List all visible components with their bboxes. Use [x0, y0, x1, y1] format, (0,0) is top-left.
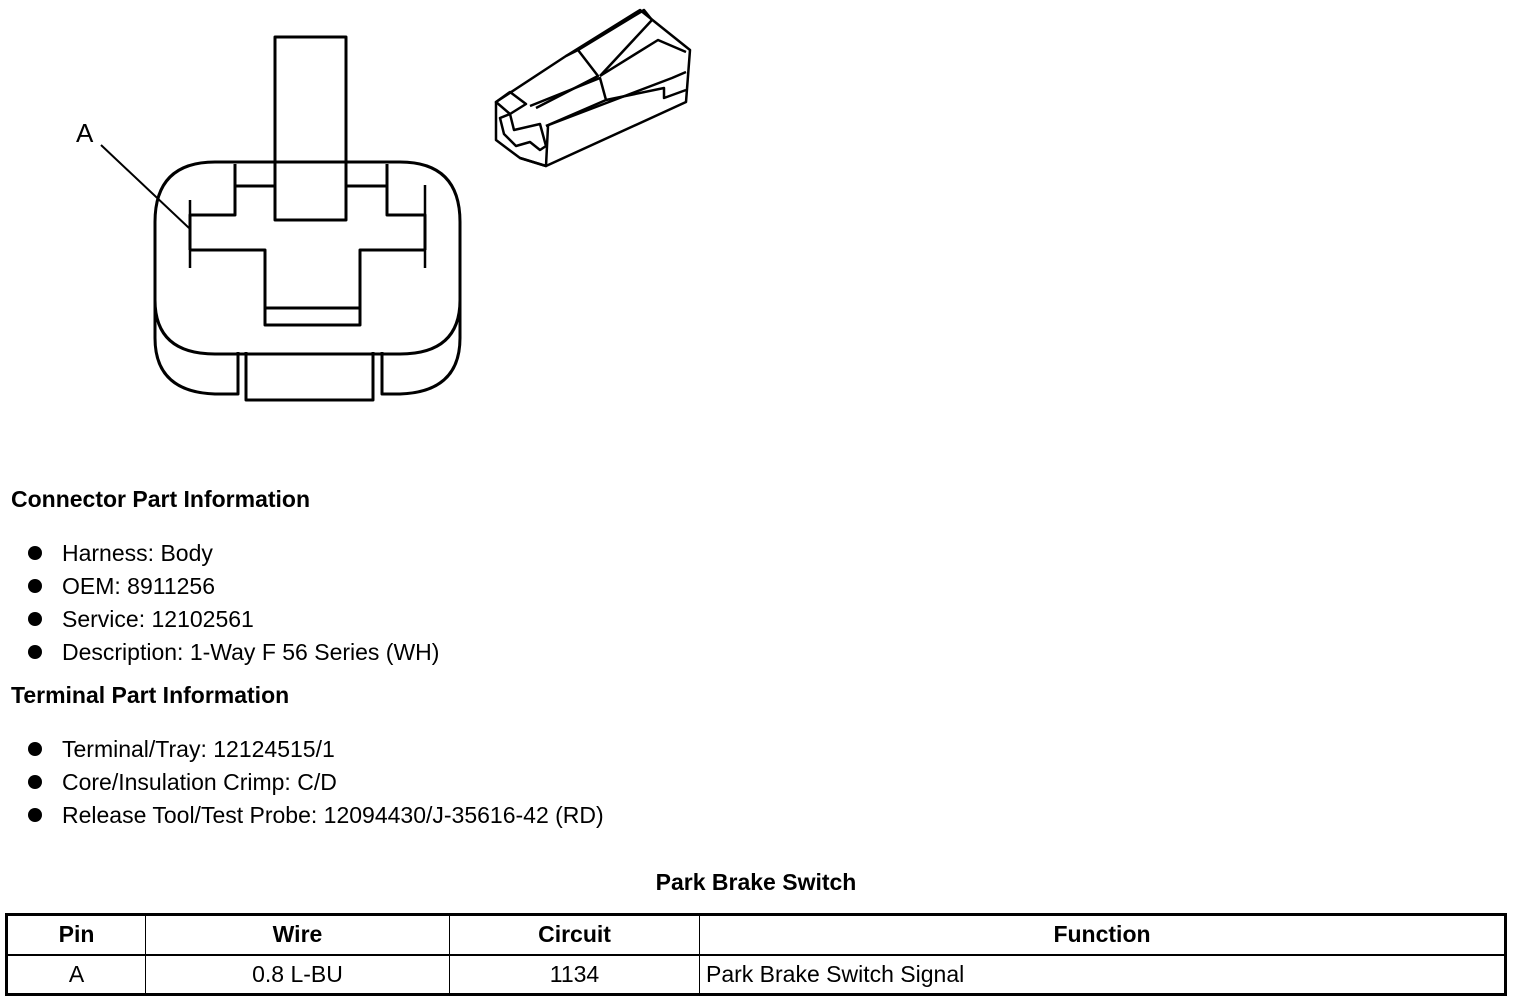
callout-label-a: A — [76, 118, 94, 148]
bullet-icon — [28, 807, 42, 822]
terminal-info-title: Terminal Part Information — [11, 682, 290, 708]
cell-pin: A — [6, 954, 146, 995]
pin-table-title: Park Brake Switch — [655, 869, 857, 895]
table-row: A 0.8 L-BU 1134 Park Brake Switch Signal — [6, 954, 1506, 995]
bullet-icon — [28, 774, 42, 789]
bullet-icon — [28, 611, 42, 626]
connector-face-outline — [153, 160, 462, 356]
list-item: Harness: Body — [28, 537, 439, 570]
connector-diagram: A — [76, 8, 692, 402]
cell-circuit: 1134 — [449, 954, 700, 995]
header-pin: Pin — [6, 914, 146, 955]
connector-lower-shell — [153, 300, 240, 396]
cell-function: Park Brake Switch Signal — [699, 954, 1506, 995]
connector-top-latch — [273, 35, 348, 222]
list-item: Service: 12102561 — [28, 603, 439, 636]
list-item: Terminal/Tray: 12124515/1 — [28, 733, 604, 766]
header-wire: Wire — [145, 914, 450, 955]
bullet-icon — [28, 578, 42, 593]
list-item: Core/Insulation Crimp: C/D — [28, 766, 604, 799]
table-header-row: Pin Wire Circuit Function — [6, 914, 1506, 955]
callout-leader-line — [100, 144, 190, 229]
cell-wire: 0.8 L-BU — [145, 954, 450, 995]
connector-info-title: Connector Part Information — [11, 486, 311, 512]
header-circuit: Circuit — [449, 914, 700, 955]
connector-isometric-view — [494, 8, 692, 168]
terminal-info-list: Terminal/Tray: 12124515/1 Core/Insulatio… — [28, 733, 604, 832]
terminal-cavity — [188, 164, 427, 327]
list-item: Release Tool/Test Probe: 12094430/J-3561… — [28, 799, 604, 832]
connector-bottom-tab — [244, 352, 375, 402]
bullet-icon — [28, 741, 42, 756]
connector-info-list: Harness: Body OEM: 8911256 Service: 1210… — [28, 537, 439, 669]
pin-table: Pin Wire Circuit Function A 0.8 L-BU 113… — [5, 913, 1507, 996]
bullet-icon — [28, 545, 42, 560]
bullet-icon — [28, 644, 42, 659]
list-item: OEM: 8911256 — [28, 570, 439, 603]
header-function: Function — [699, 914, 1506, 955]
list-item: Description: 1-Way F 56 Series (WH) — [28, 636, 439, 669]
